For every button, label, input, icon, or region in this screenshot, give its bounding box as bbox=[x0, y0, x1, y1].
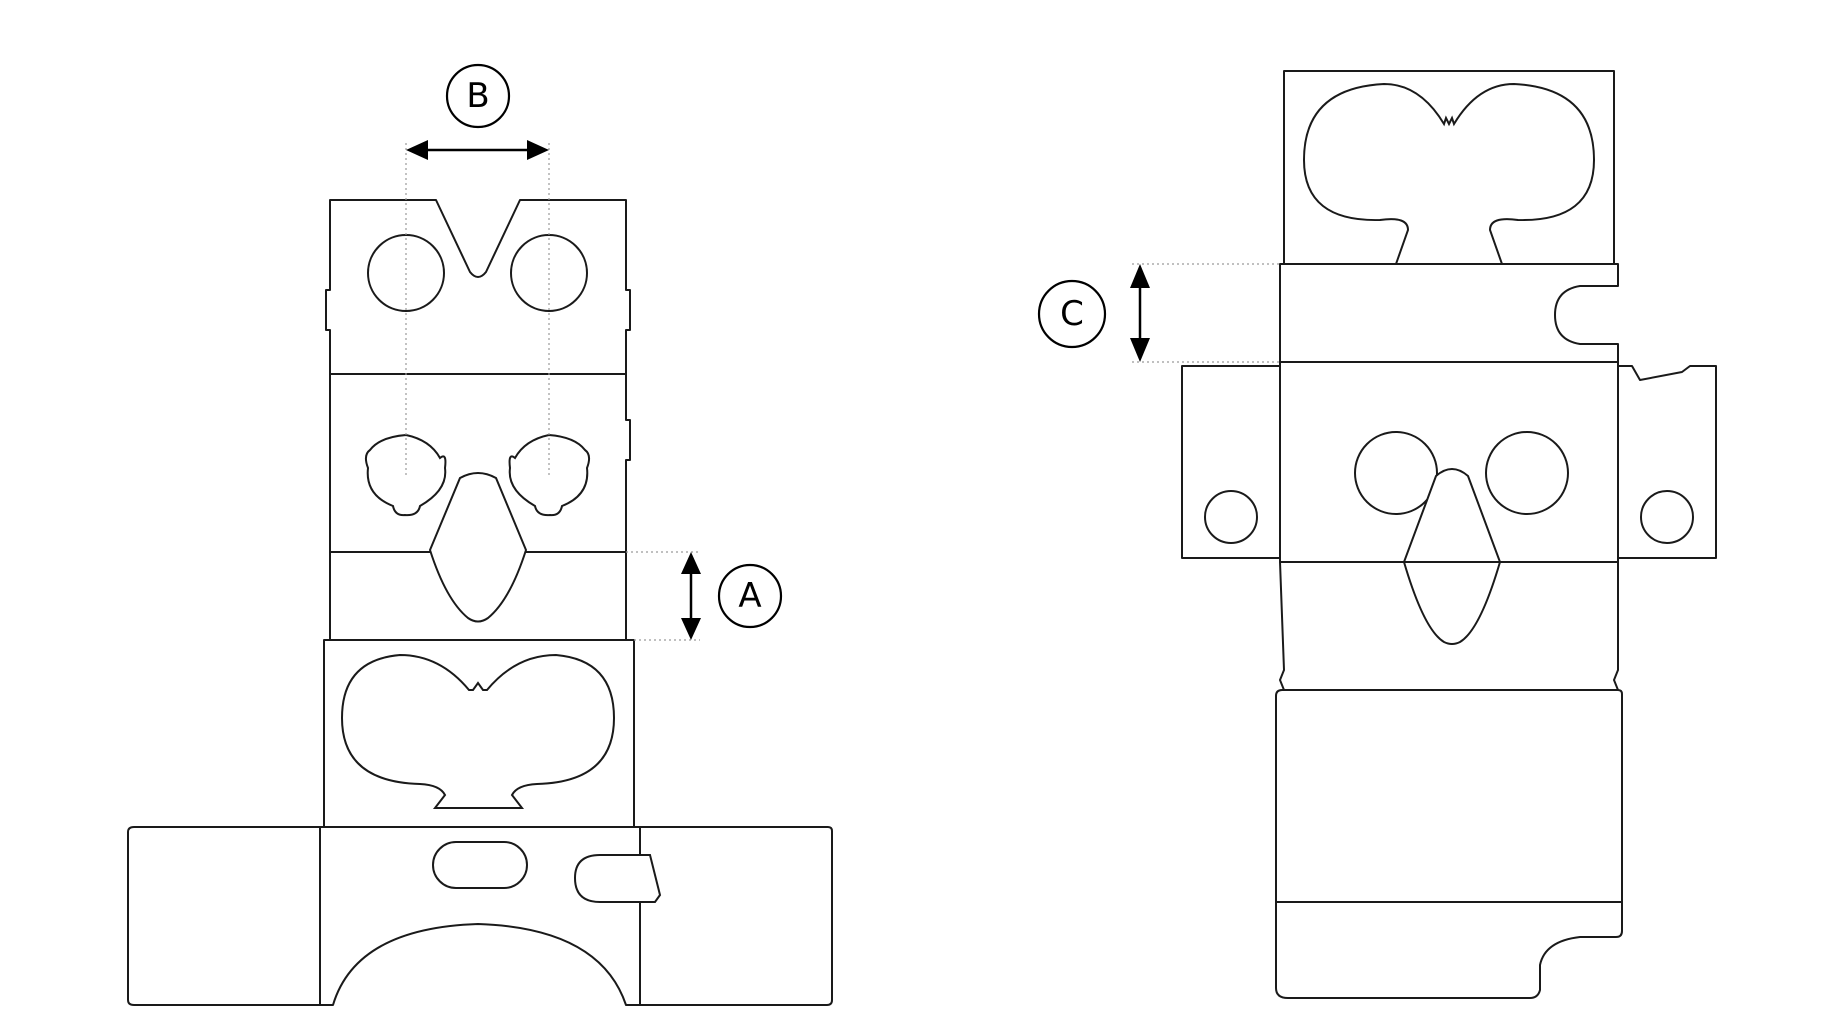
callout-c-circle bbox=[1037, 279, 1107, 349]
dimension-a: A bbox=[681, 552, 783, 640]
right-bottom-panel bbox=[1275, 689, 1623, 999]
callout-c-label: C bbox=[1060, 294, 1084, 334]
left-lens-cutout bbox=[340, 653, 616, 809]
right-fold-band bbox=[1279, 263, 1619, 363]
dimension-a-arrow-bottom bbox=[681, 618, 701, 640]
dimension-b-arrow-left bbox=[406, 140, 428, 160]
right-lens-hole-left bbox=[1354, 431, 1438, 515]
left-nose-cutout bbox=[428, 472, 528, 623]
left-mid-lens-hole-left bbox=[364, 433, 447, 517]
callout-a-circle bbox=[717, 563, 783, 629]
dimension-b-arrow-right bbox=[527, 140, 549, 160]
dimension-c-arrow-top bbox=[1130, 264, 1150, 288]
left-bottom-strap bbox=[127, 826, 833, 1006]
dimension-c: C bbox=[1037, 264, 1150, 362]
right-nose-cutout bbox=[1402, 468, 1502, 645]
left-template bbox=[127, 143, 833, 1006]
callout-a-label: A bbox=[738, 576, 761, 616]
dimension-b: B bbox=[406, 63, 549, 160]
dimension-a-arrow-top bbox=[681, 552, 701, 574]
left-mid-lens-hole-right bbox=[508, 433, 591, 517]
left-strap-slot-tab bbox=[573, 854, 662, 903]
right-side-flap-left-hole bbox=[1204, 490, 1258, 544]
callout-b-label: B bbox=[466, 76, 489, 116]
right-side-flap-right-hole bbox=[1640, 490, 1694, 544]
right-lens-hole-right bbox=[1485, 431, 1569, 515]
right-top-lens-cutout bbox=[1302, 82, 1596, 265]
right-template bbox=[1132, 70, 1717, 999]
dimension-c-arrow-bottom bbox=[1130, 338, 1150, 362]
left-strap-slot-oval bbox=[432, 841, 528, 889]
callout-b-circle bbox=[445, 63, 511, 129]
